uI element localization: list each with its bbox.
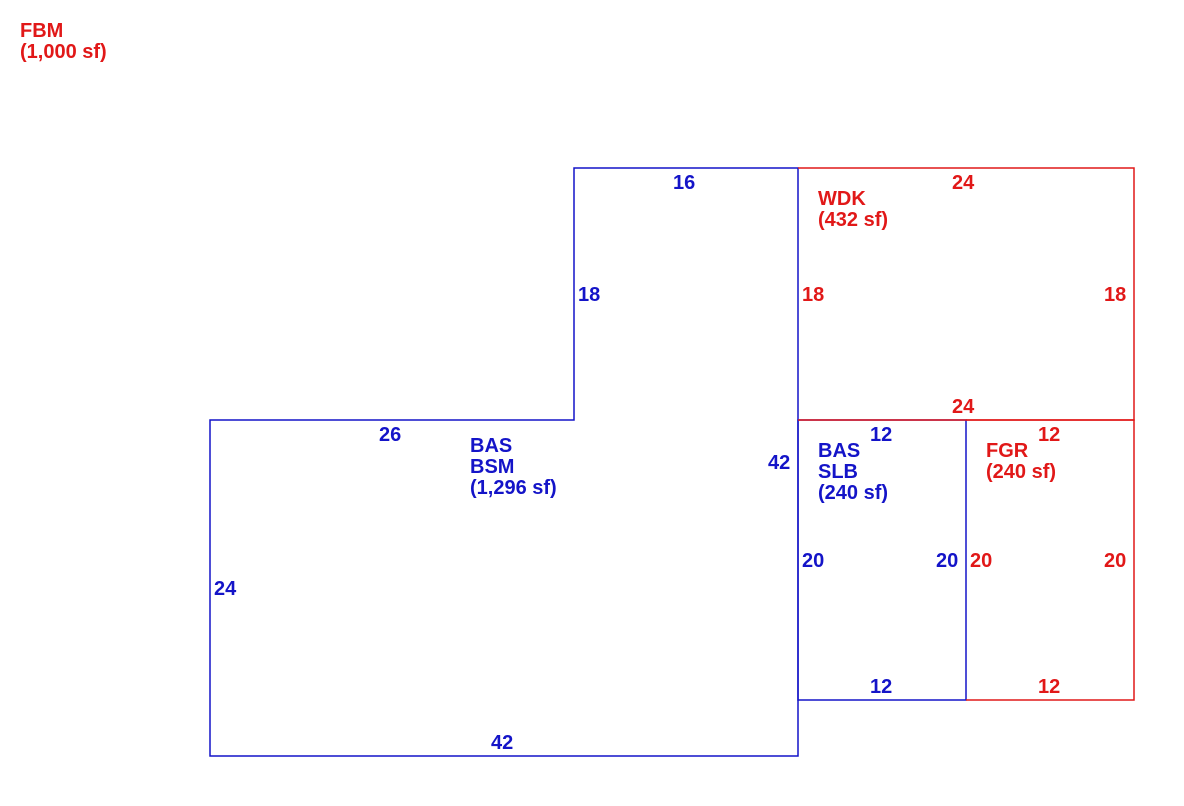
main-area-size: (1,296 sf) <box>470 477 557 499</box>
fgr-dim-left: 20 <box>970 550 992 572</box>
main-dim-left: 24 <box>214 578 237 600</box>
main-dim-lower-top: 26 <box>379 424 401 446</box>
wdk-dim-right: 18 <box>1104 284 1126 306</box>
slb-area-code-2: SLB <box>818 461 858 483</box>
fgr-area-code: FGR <box>986 440 1029 462</box>
legend-area: (1,000 sf) <box>20 41 107 63</box>
slb-area-code-1: BAS <box>818 440 860 462</box>
main-area-code-2: BSM <box>470 456 514 478</box>
legend-code: FBM <box>20 20 63 42</box>
slb-dim-left: 20 <box>802 550 824 572</box>
main-dim-bottom: 42 <box>491 732 513 754</box>
main-area-code-1: BAS <box>470 435 512 457</box>
wdk-area-size: (432 sf) <box>818 209 888 231</box>
wdk-dim-top: 24 <box>952 172 975 194</box>
slb-dim-top: 12 <box>870 424 892 446</box>
main-dim-upper-left: 18 <box>578 284 600 306</box>
slb-area-size: (240 sf) <box>818 482 888 504</box>
fgr-dim-right: 20 <box>1104 550 1126 572</box>
slb-dim-bottom: 12 <box>870 676 892 698</box>
fgr-dim-bottom: 12 <box>1038 676 1060 698</box>
fgr-dim-top: 12 <box>1038 424 1060 446</box>
fgr-area-size: (240 sf) <box>986 461 1056 483</box>
main-dim-right: 42 <box>768 452 790 474</box>
main-dim-top: 16 <box>673 172 695 194</box>
wdk-area-code: WDK <box>818 188 866 210</box>
slb-dim-right: 20 <box>936 550 958 572</box>
wdk-dim-left: 18 <box>802 284 824 306</box>
fgr-outline <box>966 419 1135 701</box>
wdk-dim-bottom: 24 <box>952 396 975 418</box>
